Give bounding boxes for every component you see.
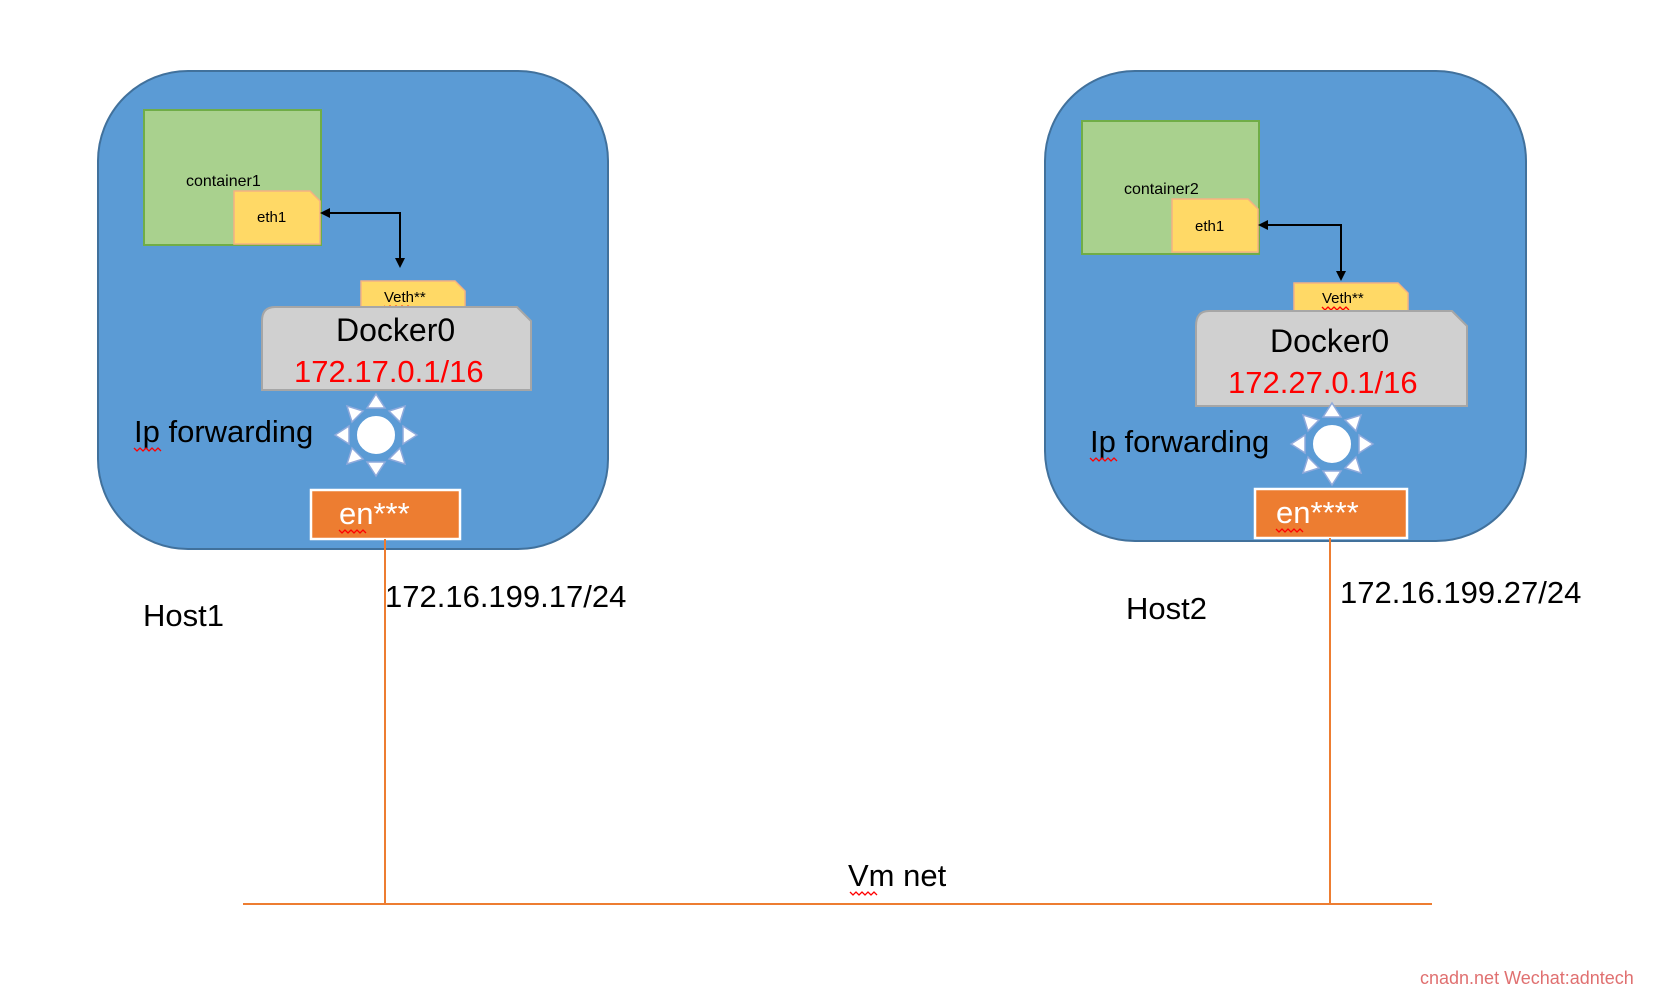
vm-net-spellcheck-underline	[849, 891, 878, 896]
docker0-2-label: Docker0	[1270, 323, 1389, 359]
ip-forwarding-2-spellcheck-underline	[1089, 457, 1118, 462]
vm-net-label: Vm net	[848, 858, 947, 893]
ip-forwarding-1-icon	[333, 392, 419, 478]
nic-2-spellcheck-underline	[1275, 528, 1304, 533]
veth-1-label: Veth**	[384, 289, 426, 306]
eth-veth-arrow-2	[1258, 220, 1346, 281]
docker0-bridge-1	[261, 306, 532, 391]
ip-forwarding-1-label: Ip forwarding	[134, 414, 313, 449]
vm-network: Vm net	[243, 538, 1432, 905]
nic-2-label: en****	[1276, 495, 1359, 530]
container-2-label: container2	[1124, 181, 1199, 198]
ip-forwarding-2-label: Ip forwarding	[1090, 424, 1269, 459]
container-1-label: container1	[186, 173, 261, 190]
nic-2-ip: 172.16.199.27/24	[1340, 575, 1581, 610]
docker0-bridge-2	[1195, 310, 1468, 407]
nic-1-ip: 172.16.199.17/24	[385, 579, 626, 614]
veth-2-tab	[1293, 282, 1409, 313]
docker0-1-label: Docker0	[336, 312, 455, 348]
host-2: container2 eth1 Veth** Docker0 172.27.0.…	[1044, 70, 1581, 626]
docker0-1-ip: 172.17.0.1/16	[294, 354, 484, 389]
host-1: container1 eth1 Veth** Docker0 172.17.0.…	[97, 70, 626, 633]
ip-forwarding-1-spellcheck-underline	[133, 447, 162, 452]
eth-veth-arrow-1	[320, 208, 405, 268]
host-2-label: Host2	[1126, 591, 1207, 626]
watermark-text: cnadn.net Wechat:adntech	[1420, 968, 1634, 988]
nic-1-box	[309, 488, 462, 541]
host-1-label: Host1	[143, 598, 224, 633]
container-2-eth-label: eth1	[1195, 218, 1224, 235]
nic-1-label: en***	[339, 496, 410, 531]
veth-2-label: Veth**	[1322, 290, 1364, 307]
veth-2-spellcheck-underline	[1321, 306, 1350, 311]
container-1-eth-label: eth1	[257, 209, 286, 226]
nic-1-spellcheck-underline	[338, 529, 367, 534]
docker0-2-ip: 172.27.0.1/16	[1228, 365, 1418, 400]
ip-forwarding-2-icon	[1289, 401, 1375, 487]
